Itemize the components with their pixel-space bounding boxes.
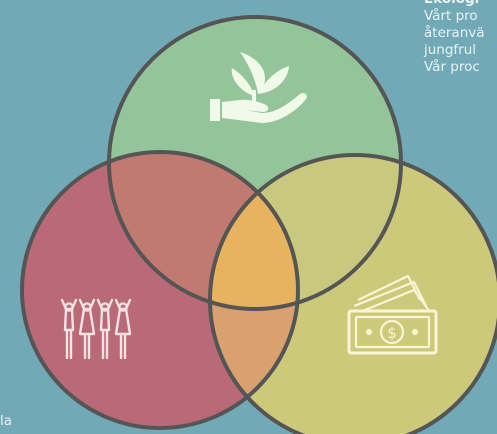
social-outline [20,150,300,430]
ecology-heading: Ekologi [424,0,485,8]
svg-text:$: $ [387,324,397,342]
plant-in-hand-icon [210,52,307,123]
ecology-line-2: återanvä [424,25,485,41]
ecology-line-1: Vårt pro [424,8,478,24]
ecology-note: Ekologi Vårt pro återanvä jungfrul Vår p… [424,0,485,76]
people-cheering-icon [60,298,132,360]
economic-outline [208,153,497,434]
money-bills-icon: $ [347,274,438,355]
social-note-fragment: la [0,413,13,429]
ecology-line-3: jungfrul [424,42,477,58]
ecology-line-4: Vår proc [424,59,480,75]
